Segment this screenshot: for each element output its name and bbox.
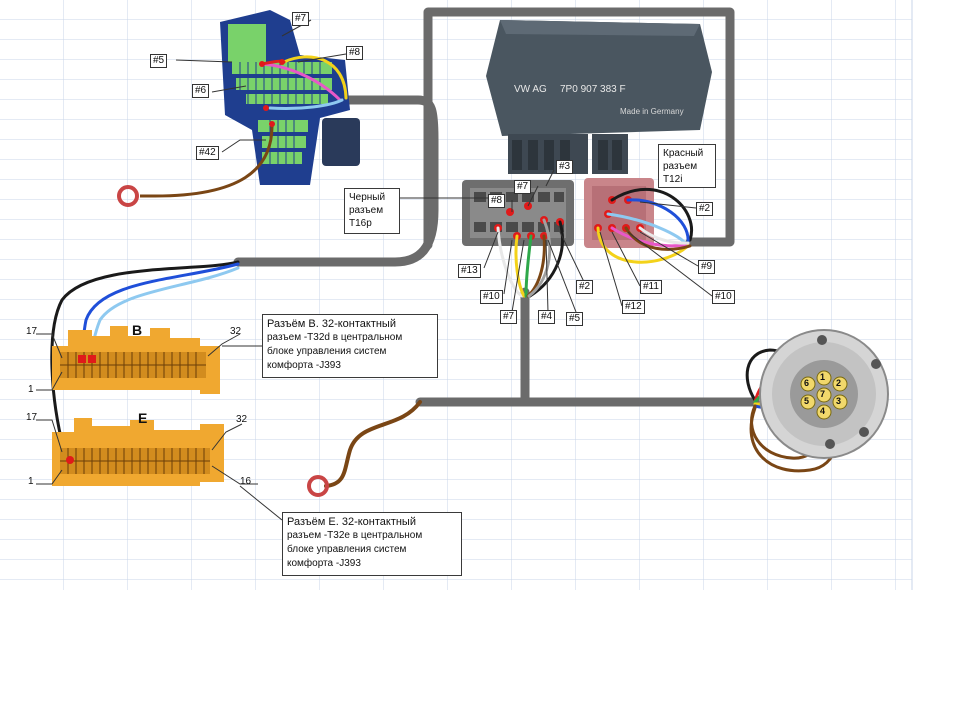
socket-pin-7: 7	[820, 389, 826, 399]
tag-fusebox-5: #5	[150, 54, 168, 68]
connector-b-pin1: 1	[28, 384, 34, 395]
tag-black-3: #3	[556, 160, 574, 174]
connector-e-callout-line2: разъем -Т32е в центральном	[287, 530, 423, 541]
tag-black-2: #2	[576, 280, 594, 294]
connector-b-callout-line2: разъем -Т32d в центральном	[267, 332, 403, 343]
wire-brown-fusebox	[153, 124, 274, 198]
connector-e-callout-line4: комфорта -J393	[287, 558, 361, 569]
module-made-in: Made in Germany	[620, 107, 684, 116]
ground-terminal-bottom	[307, 400, 422, 497]
tag-fusebox-8: #8	[346, 46, 364, 60]
connector-e-pin16: 16	[240, 476, 252, 487]
grid-background	[0, 0, 912, 590]
tag-black-7-bottom: #7	[500, 310, 518, 324]
wire-lightblue-fusebox	[268, 98, 344, 110]
module-part-number: 7P0 907 383 F	[560, 84, 626, 95]
tag-fusebox-42: #42	[196, 146, 219, 160]
ground-terminal-top	[117, 185, 156, 207]
tag-black-13: #13	[458, 264, 481, 278]
red-connector-label-line1: Красный	[663, 148, 704, 159]
connector-e-pin1: 1	[28, 476, 34, 487]
tag-black-5: #5	[566, 312, 584, 326]
tag-fusebox-6: #6	[192, 84, 210, 98]
black-connector-label-line2: разъем	[349, 205, 384, 216]
socket-pin-4: 4	[820, 406, 826, 416]
connector-e-callout: Разъём Е. 32-контактный разъем -Т32е в ц…	[282, 512, 462, 576]
red-connector-label-line2: разъем	[663, 161, 698, 172]
tag-red-10: #10	[712, 290, 735, 304]
connector-b-callout: Разъём B. 32-контактный разъем -Т32d в ц…	[262, 314, 438, 378]
wire-pink-fusebox	[260, 62, 342, 102]
connector-e-pin32: 32	[236, 414, 248, 425]
socket-pin-3: 3	[836, 396, 842, 406]
connector-b-callout-line4: комфорта -J393	[267, 360, 341, 371]
comfort-control-module	[486, 20, 712, 174]
connector-e	[52, 418, 224, 486]
connector-e-callout-line3: блоке управления систем	[287, 544, 407, 555]
wire-yellow-fusebox	[282, 55, 348, 100]
tag-red-9: #9	[698, 260, 716, 274]
main-harness	[233, 7, 760, 407]
tag-fusebox-7: #7	[292, 12, 310, 26]
connector-b-callout-line3: блоке управления систем	[267, 346, 387, 357]
socket-pin-5: 5	[804, 396, 810, 406]
connector-e-callout-title: Разъём Е. 32-контактный	[287, 516, 416, 528]
connector-b-callout-title: Разъём B. 32-контактный	[267, 318, 396, 330]
connector-e-letter: E	[138, 410, 148, 426]
black-connector-label-line1: Черный	[349, 192, 386, 203]
socket-pins	[800, 370, 848, 420]
tag-red-11: #11	[640, 280, 662, 294]
module-brand: VW AG	[514, 84, 547, 95]
tag-red-12: #12	[622, 300, 645, 314]
tag-black-4: #4	[538, 310, 556, 324]
red-connector-label: Красный разъем Т12i	[658, 144, 716, 188]
tag-red-2: #2	[696, 202, 714, 216]
tag-black-8: #8	[488, 194, 506, 208]
connector-b-letter: B	[132, 322, 143, 338]
red-connector-label-line3: Т12i	[663, 174, 683, 185]
trailer-socket	[759, 329, 889, 459]
connector-e-pin17: 17	[26, 412, 38, 423]
black-connector-label: Черный разъем Т16р	[344, 188, 400, 234]
black-connector-label-line3: Т16р	[349, 218, 372, 229]
connector-b	[52, 326, 220, 394]
socket-pin-6: 6	[804, 378, 810, 388]
socket-pin-2: 2	[836, 378, 842, 388]
connector-b-pin32: 32	[230, 326, 242, 337]
tag-black-10: #10	[480, 290, 503, 304]
tag-black-7: #7	[514, 180, 532, 194]
socket-pin-1: 1	[820, 372, 826, 382]
connector-b-pin17: 17	[26, 326, 38, 337]
